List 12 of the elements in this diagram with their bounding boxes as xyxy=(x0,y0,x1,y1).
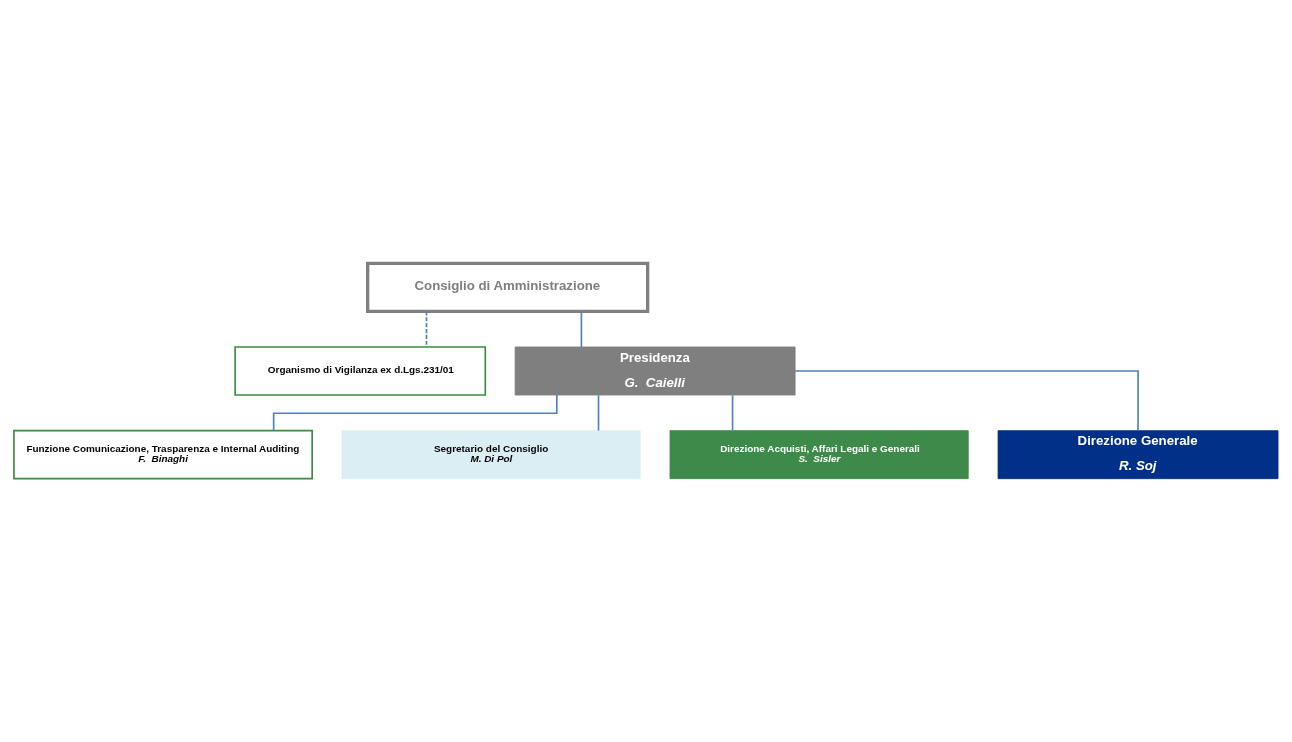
node-box: Direzione Acquisti, Affari Legali e Generali S. Sisler xyxy=(669,430,969,480)
node-box: Presidenza G. Caielli xyxy=(514,346,796,396)
node-box: Funzione Comunicazione, Trasparenza e Internal Auditing F. Binaghi xyxy=(13,429,313,480)
connector xyxy=(731,394,734,432)
connector xyxy=(597,394,600,432)
connector xyxy=(580,310,583,348)
connector xyxy=(425,310,428,348)
node-box: Segretario del Consiglio M. Di Pol xyxy=(341,430,641,480)
connector xyxy=(794,370,1139,432)
node-box: Direzione Generale R. Soj xyxy=(997,430,1279,480)
node-box: Organismo di Vigilanza ex d.Lgs.231/01 xyxy=(234,346,487,396)
node-box: Consiglio di Amministrazione xyxy=(366,261,650,313)
